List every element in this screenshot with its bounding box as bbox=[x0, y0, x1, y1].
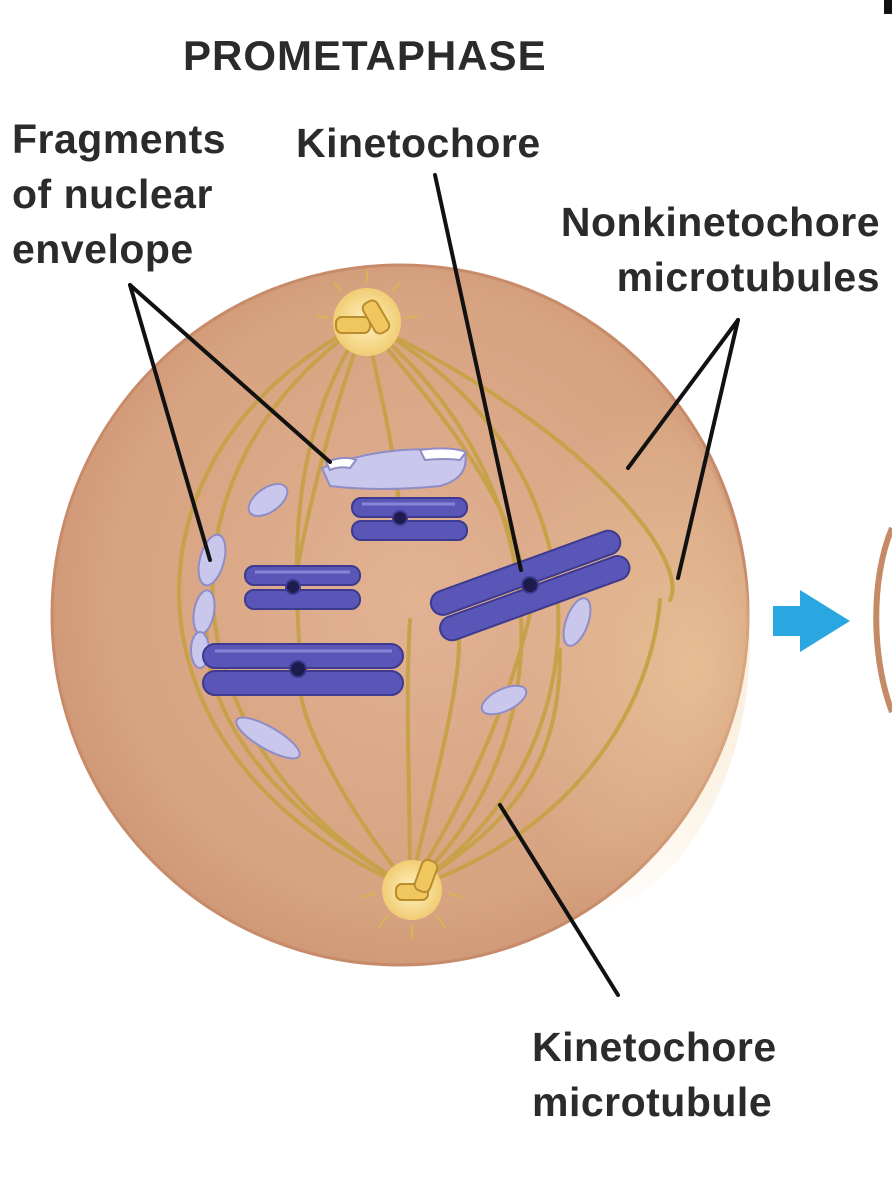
label-fragments-line1: Fragments bbox=[12, 116, 227, 162]
label-nonkinetochore-microtubules: Nonkinetochore microtubules bbox=[561, 195, 880, 305]
chromosomes bbox=[202, 497, 631, 696]
leader-lines bbox=[128, 173, 740, 997]
label-kinetochore-mt-line2: microtubule bbox=[532, 1079, 773, 1125]
label-nonkinetochore-line2: microtubules bbox=[616, 254, 880, 300]
diagram-title: PROMETAPHASE bbox=[183, 32, 547, 79]
lower-centrosome bbox=[361, 858, 463, 940]
label-kinetochore-mt-line1: Kinetochore bbox=[532, 1024, 777, 1070]
nuclear-envelope-fragments bbox=[190, 447, 592, 760]
label-nonkinetochore-line1: Nonkinetochore bbox=[560, 199, 880, 245]
label-kinetochore-microtubule: Kinetochore microtubule bbox=[532, 1020, 777, 1130]
chromosome-4 bbox=[429, 529, 631, 642]
label-kinetochore: Kinetochore bbox=[296, 120, 541, 166]
label-fragments-line3: envelope bbox=[12, 226, 194, 272]
next-stage-arrow bbox=[773, 590, 850, 652]
next-cell-edge bbox=[873, 526, 892, 714]
upper-centrosome bbox=[315, 270, 419, 356]
label-fragments-line2: of nuclear bbox=[12, 171, 213, 217]
label-fragments-nuclear-envelope: Fragments of nuclear envelope bbox=[12, 112, 226, 277]
